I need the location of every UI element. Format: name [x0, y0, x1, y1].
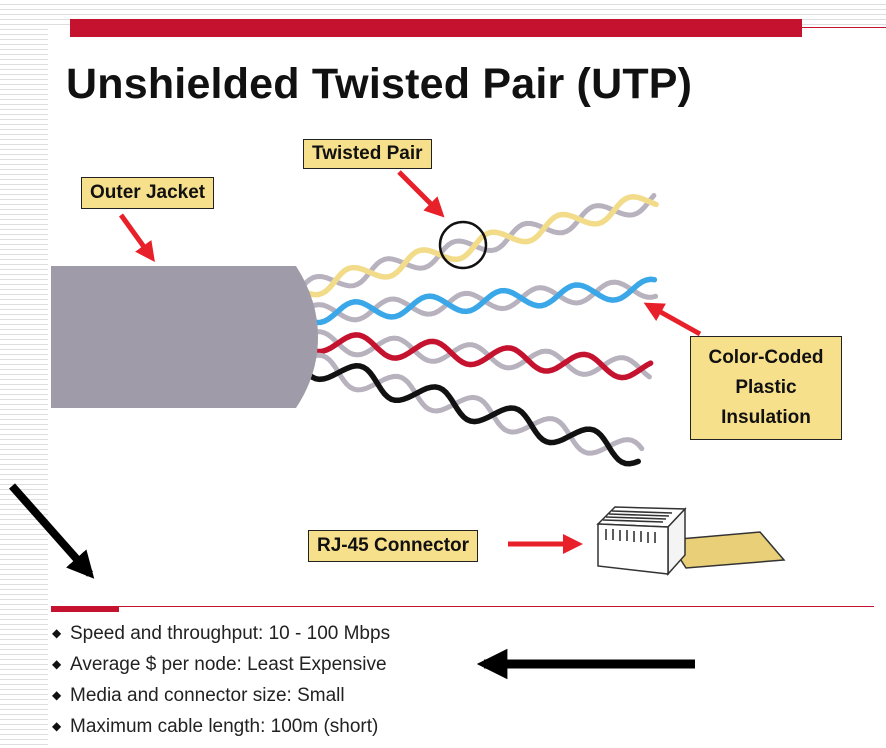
twisted-pair-4-companion-wire	[297, 352, 645, 456]
list-item: ◆ Media and connector size: Small	[52, 680, 390, 711]
twisted-pair-4-colored-wire	[297, 359, 641, 467]
rj45-connector-label: RJ-45 Connector	[308, 530, 479, 562]
outer-jacket-label: Outer Jacket	[81, 177, 215, 209]
diamond-bullet-icon: ◆	[52, 626, 62, 640]
diamond-bullet-icon: ◆	[52, 688, 62, 702]
title-accent-rule	[802, 27, 886, 28]
feature-list: ◆ Speed and throughput: 10 - 100 Mbps ◆ …	[52, 618, 390, 742]
list-item-text: Average $ per node: Least Expensive	[70, 654, 387, 675]
list-item-text: Speed and throughput: 10 - 100 Mbps	[70, 623, 391, 644]
twisted-pair-2	[297, 276, 659, 326]
twisted-pair-1	[297, 193, 659, 298]
list-item-text: Maximum cable length: 100m (short)	[70, 716, 379, 737]
bullets-accent-bar	[51, 606, 119, 612]
twisted-pair-1-colored-wire	[297, 194, 659, 298]
list-item-text: Media and connector size: Small	[70, 685, 345, 706]
title-accent-bar	[70, 19, 802, 37]
outer-jacket-arrow	[118, 213, 155, 263]
list-item: ◆ Maximum cable length: 100m (short)	[52, 711, 390, 742]
twisted-pair-2-colored-wire	[297, 276, 658, 326]
twisted-pair-3	[297, 329, 654, 381]
slide-title: Unshielded Twisted Pair (UTP)	[66, 60, 693, 108]
twisted-pair-highlight-circle	[438, 220, 488, 270]
bullets-divider	[51, 606, 874, 607]
color-coded-label-line: Plastic	[735, 377, 797, 398]
twisted-pair-4	[297, 352, 645, 467]
color-coded-insulation-label: Color-Coded Plastic Insulation	[690, 336, 842, 440]
twisted-pair-3-companion-wire	[297, 329, 652, 380]
twisted-pair-arrow	[397, 170, 445, 218]
diamond-bullet-icon: ◆	[52, 657, 62, 671]
twisted-pair-3-colored-wire	[297, 332, 654, 381]
rj45-connector-icon	[596, 506, 786, 576]
pointer-arrow-diagonal	[9, 483, 95, 579]
outer-jacket	[51, 266, 318, 408]
list-item: ◆ Average $ per node: Least Expensive	[52, 649, 390, 680]
twisted-pair-1-companion-wire	[297, 193, 657, 293]
list-item: ◆ Speed and throughput: 10 - 100 Mbps	[52, 618, 390, 649]
twisted-pair-label: Twisted Pair	[303, 139, 432, 169]
twisted-pairs	[297, 193, 659, 467]
diamond-bullet-icon: ◆	[52, 719, 62, 733]
color-coded-label-line: Color-Coded	[708, 347, 824, 368]
color-coded-arrow	[643, 302, 702, 337]
color-coded-label-line: Insulation	[721, 407, 811, 428]
